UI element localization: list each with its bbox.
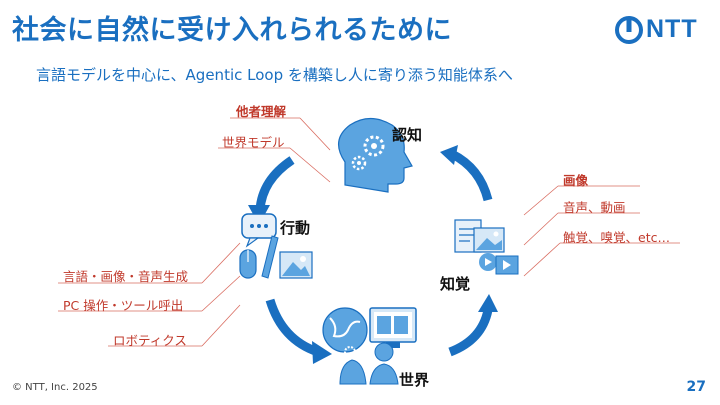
node-perception-label: 知覚 (440, 275, 471, 293)
arrow-perception-to-cognition-head (440, 145, 458, 165)
leader-lines (58, 117, 680, 347)
chat-mouse-image-icon (239, 213, 313, 279)
documents-image-audio-video-icon (454, 219, 519, 275)
arrow-world-to-perception-head (478, 294, 498, 312)
cognition-label-1: 世界モデル (222, 135, 285, 150)
arrow-perception-to-cognition (449, 149, 493, 202)
globe-monitor-person-icon (322, 307, 417, 385)
action-label-2: ロボティクス (113, 333, 187, 348)
action-label-0: 言語・画像・音声生成 (63, 269, 189, 284)
arrow-cognition-to-action (255, 156, 295, 211)
perception-label-0: 画像 (563, 173, 589, 188)
node-world-label: 世界 (399, 371, 430, 389)
slide-title: 社会に自然に受け入れられるために (12, 15, 452, 46)
page-number: 27 (686, 379, 706, 395)
arrow-action-to-world-head (312, 341, 332, 364)
node-cognition-label: 認知 (392, 126, 423, 144)
action-label-1: PC 操作・ツール呼出 (63, 298, 184, 313)
slide-subtitle: 言語モデルを中心に、Agentic Loop を構築し人に寄り添う知能体系へ (36, 66, 513, 84)
node-action-label: 行動 (280, 219, 311, 237)
perception-label-1: 音声、動画 (563, 200, 626, 215)
perception-label-2: 触覚、嗅覚、etc… (563, 230, 670, 245)
arrow-world-to-perception (448, 308, 493, 357)
cognition-label-0: 他者理解 (236, 104, 287, 119)
arrow-action-to-world (265, 298, 320, 357)
ntt-logo-icon (614, 14, 646, 46)
logo-text: NTT (646, 15, 698, 43)
cycle-arrows (248, 145, 498, 364)
copyright-footer: © NTT, Inc. 2025 (12, 382, 98, 393)
head-gears-icon (338, 117, 413, 193)
